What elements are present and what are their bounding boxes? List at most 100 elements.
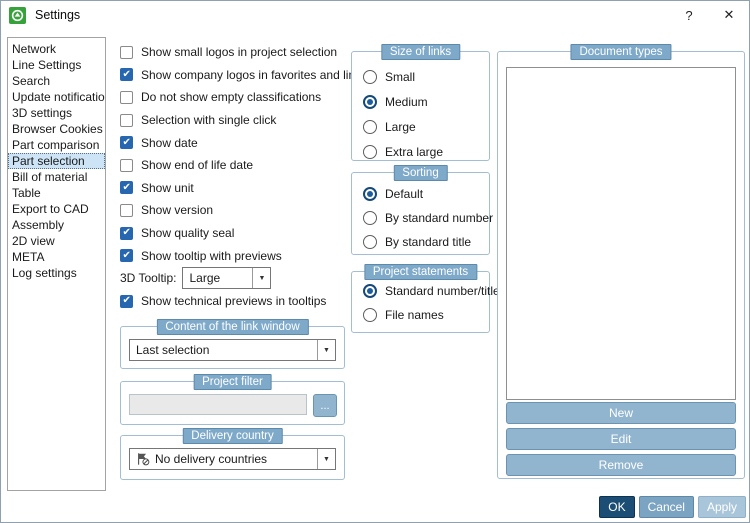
checkbox-row[interactable]: Show quality seal [120, 222, 347, 245]
dialog-footer: OK Cancel Apply [599, 496, 746, 518]
checkbox-row[interactable]: Show version [120, 199, 347, 222]
checkbox-label: Show date [141, 135, 198, 150]
help-button[interactable]: ? [685, 7, 693, 23]
tooltip-3d-select[interactable]: Large ▼ [182, 267, 272, 290]
part-selection-options: Show small logos in project selection Sh… [120, 41, 367, 313]
checkbox-label: Show technical previews in tooltips [141, 294, 327, 309]
checkbox[interactable] [120, 294, 133, 308]
cancel-button[interactable]: Cancel [638, 496, 694, 518]
sidebar-item-table[interactable]: Table [12, 186, 41, 200]
new-button[interactable]: New [506, 402, 736, 424]
group-title: Size of links [380, 44, 461, 60]
radio-label: Standard number/title [385, 284, 500, 298]
apply-button[interactable]: Apply [697, 496, 746, 518]
radio-label: File names [385, 308, 444, 322]
radio-sort-default[interactable]: Default [352, 182, 489, 206]
radio-button[interactable] [363, 119, 377, 134]
sidebar-item-browser-cookies[interactable]: Browser Cookies [12, 122, 103, 136]
checkbox-row[interactable]: Show unit [120, 177, 347, 200]
checkbox[interactable] [120, 181, 133, 195]
sidebar-item-line-settings[interactable]: Line Settings [12, 58, 82, 72]
close-button[interactable]: ✕ [723, 7, 735, 22]
checkbox-row[interactable]: Show company logos in favorites and link… [120, 64, 367, 87]
sidebar-item-bill-of-material[interactable]: Bill of material [12, 170, 88, 184]
checkbox[interactable] [120, 136, 133, 150]
checkbox[interactable] [120, 90, 133, 104]
radio-button[interactable] [363, 235, 377, 249]
radio-size-large[interactable]: Large [352, 114, 489, 139]
checkbox[interactable] [120, 249, 133, 263]
checkbox-label: Show version [141, 203, 214, 218]
sidebar-item-update-notification[interactable]: Update notification [12, 90, 105, 104]
radio-sort-standard-title[interactable]: By standard title [352, 230, 489, 254]
remove-button[interactable]: Remove [506, 454, 736, 476]
browse-button[interactable]: ... [313, 394, 337, 417]
radio-label: Default [385, 187, 424, 201]
group-title: Document types [570, 44, 672, 60]
checkbox-row[interactable]: Show end of life date [120, 154, 347, 177]
radio-button[interactable] [363, 211, 377, 225]
radio-size-medium[interactable]: Medium [352, 89, 489, 114]
checkbox-row[interactable]: Selection with single click [120, 109, 347, 132]
radio-label: Extra large [385, 144, 444, 159]
checkbox-row[interactable]: Show date [120, 131, 347, 154]
checkbox[interactable] [120, 226, 133, 240]
radio-label: By standard number [385, 211, 494, 225]
sidebar-item-log-settings[interactable]: Log settings [12, 266, 77, 280]
sidebar-item-part-selection[interactable]: Part selection [8, 153, 105, 169]
sidebar-item-meta[interactable]: META [12, 250, 45, 264]
ok-button[interactable]: OK [599, 496, 635, 518]
checkbox-row[interactable]: Do not show empty classifications [120, 86, 347, 109]
sidebar-item-search[interactable]: Search [12, 74, 51, 88]
sidebar-item-export-to-cad[interactable]: Export to CAD [12, 202, 89, 216]
checkbox[interactable] [120, 158, 133, 172]
app-logo-icon [9, 6, 26, 24]
radio-size-extra-large[interactable]: Extra large [352, 139, 489, 164]
sidebar-item-3d-settings[interactable]: 3D settings [12, 106, 73, 120]
project-filter-group: Project filter ... [120, 374, 345, 425]
link-window-select[interactable]: Last selection ▼ [129, 339, 336, 361]
checkbox-row[interactable]: Show tooltip with previews [120, 244, 347, 267]
checkbox[interactable] [120, 45, 133, 59]
radio-button[interactable] [363, 284, 377, 298]
radio-button[interactable] [363, 144, 377, 159]
radio-button[interactable] [363, 69, 377, 84]
checkbox-label: Show end of life date [141, 158, 254, 173]
size-of-links-group: Size of links Small Medium Large Extra l… [351, 44, 490, 164]
settings-category-list: Network Line Settings Search Update noti… [7, 37, 106, 491]
radio-button[interactable] [363, 187, 377, 201]
checkbox[interactable] [120, 203, 133, 217]
checkbox-label: Show tooltip with previews [141, 248, 282, 263]
radio-label: Small [385, 69, 416, 84]
checkbox[interactable] [120, 68, 133, 82]
checkbox-row[interactable]: Show small logos in project selection [120, 41, 347, 64]
delivery-country-group: Delivery country No delivery countries ▼ [120, 428, 345, 480]
checkbox[interactable] [120, 113, 133, 127]
radio-size-small[interactable]: Small [352, 64, 489, 89]
radio-button[interactable] [363, 308, 377, 322]
group-title: Project filter [193, 374, 272, 390]
sidebar-item-part-comparison[interactable]: Part comparison [12, 138, 100, 152]
radio-file-names[interactable]: File names [352, 303, 489, 327]
chevron-down-icon: ▼ [317, 449, 335, 469]
document-types-list[interactable] [506, 67, 736, 400]
checkbox-label: Show unit [141, 180, 194, 195]
link-window-group: Content of the link window Last selectio… [120, 319, 345, 369]
sidebar-item-network[interactable]: Network [12, 42, 57, 56]
radio-sort-standard-number[interactable]: By standard number [352, 206, 493, 230]
edit-button[interactable]: Edit [506, 428, 736, 450]
sidebar-item-2d-view[interactable]: 2D view [12, 234, 55, 248]
project-filter-input [129, 394, 307, 415]
delivery-country-select[interactable]: No delivery countries ▼ [129, 448, 336, 470]
window-title: Settings [35, 8, 81, 22]
radio-button[interactable] [363, 94, 377, 109]
checkbox-label: Show company logos in favorites and link… [141, 67, 368, 82]
no-delivery-flag-icon [138, 453, 150, 466]
checkbox-row[interactable]: Show technical previews in tooltips [120, 290, 347, 313]
chevron-down-icon: ▼ [252, 268, 270, 289]
radio-standard-number-title[interactable]: Standard number/title [352, 279, 500, 303]
document-types-group: Document types New Edit Remove [497, 44, 745, 479]
checkbox-label: Show quality seal [141, 226, 235, 241]
sidebar-item-assembly[interactable]: Assembly [12, 218, 65, 232]
